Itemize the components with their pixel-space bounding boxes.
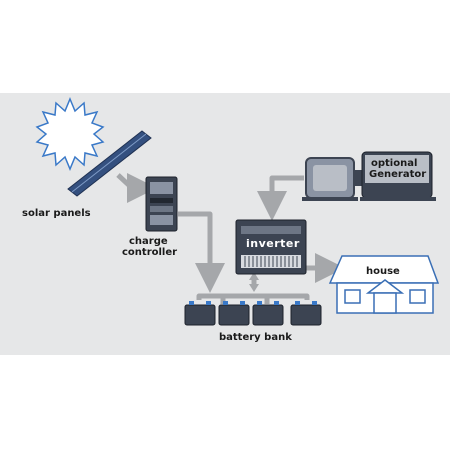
connector-generator-to-inverter [257, 175, 304, 221]
battery-3 [252, 301, 284, 326]
sun-icon [35, 97, 105, 171]
charge-controller-icon [145, 176, 178, 232]
battery-2 [218, 301, 250, 326]
battery-1 [184, 301, 216, 326]
solar-panels-label: solar panels [22, 208, 91, 219]
connector-panel-to-controller [116, 173, 157, 203]
generator-label-line2: Generator [369, 169, 427, 180]
inverter-label: inverter [246, 237, 300, 250]
charge-controller-label-line2: controller [122, 247, 178, 258]
house-label: house [366, 266, 400, 277]
solar-panel-icon [67, 130, 152, 197]
house-icon [328, 255, 440, 314]
generator-label-line1: optional [371, 158, 418, 169]
generator-icon [302, 151, 436, 201]
battery-bank-icon [184, 301, 322, 326]
battery-4 [290, 301, 322, 326]
arrow-down-icon [249, 284, 259, 292]
connector-controller-to-battery [178, 211, 225, 293]
arrow-up-icon [249, 272, 259, 280]
battery-bank-label: battery bank [219, 332, 292, 343]
inverter-icon [235, 219, 307, 275]
charge-controller-label-line1: charge [129, 236, 168, 247]
